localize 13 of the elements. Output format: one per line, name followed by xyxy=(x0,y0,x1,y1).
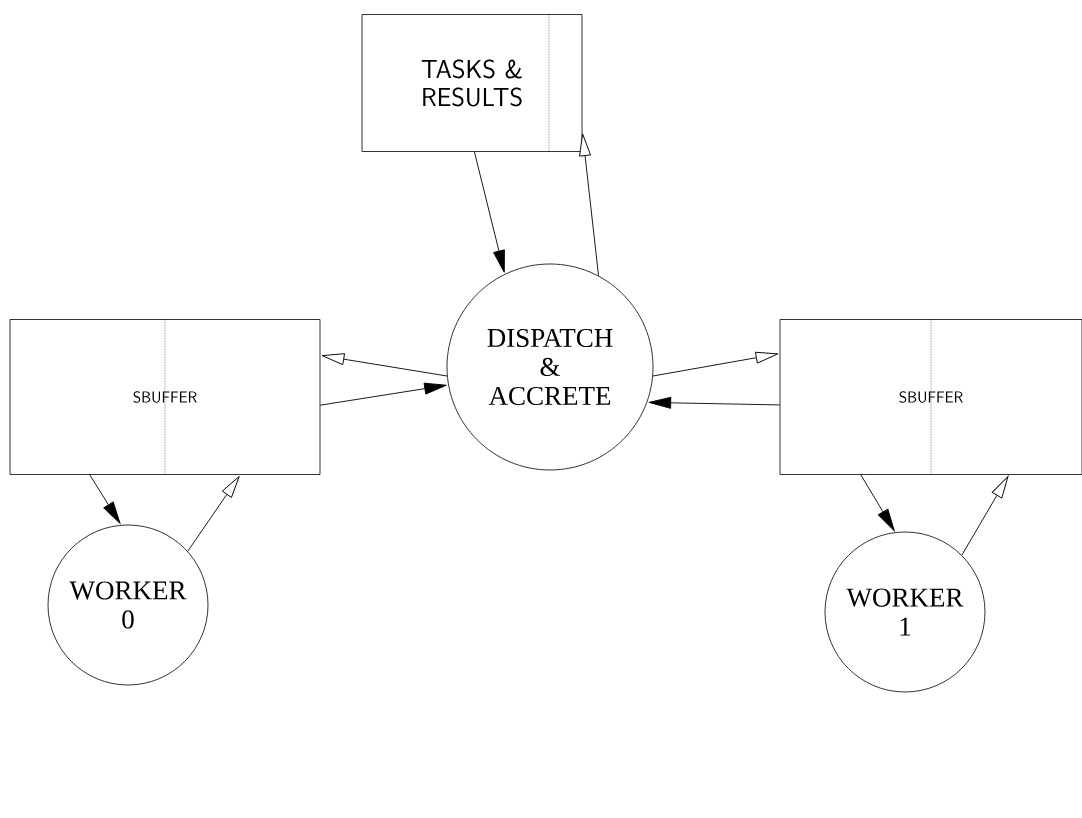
arrow xyxy=(321,353,448,377)
buffer-box: SBUFFER xyxy=(9,318,321,475)
arrow xyxy=(652,351,779,377)
buffer-box: SBUFFER xyxy=(779,318,1082,475)
arrow xyxy=(648,396,781,409)
buffer-box: TASKS & RESULTS xyxy=(361,13,583,152)
arrow xyxy=(579,133,599,277)
arrow xyxy=(319,382,447,406)
arrow xyxy=(961,476,1009,556)
arrow xyxy=(89,474,121,524)
arrow xyxy=(860,474,895,532)
arrow xyxy=(187,476,240,552)
arrow xyxy=(473,151,505,273)
